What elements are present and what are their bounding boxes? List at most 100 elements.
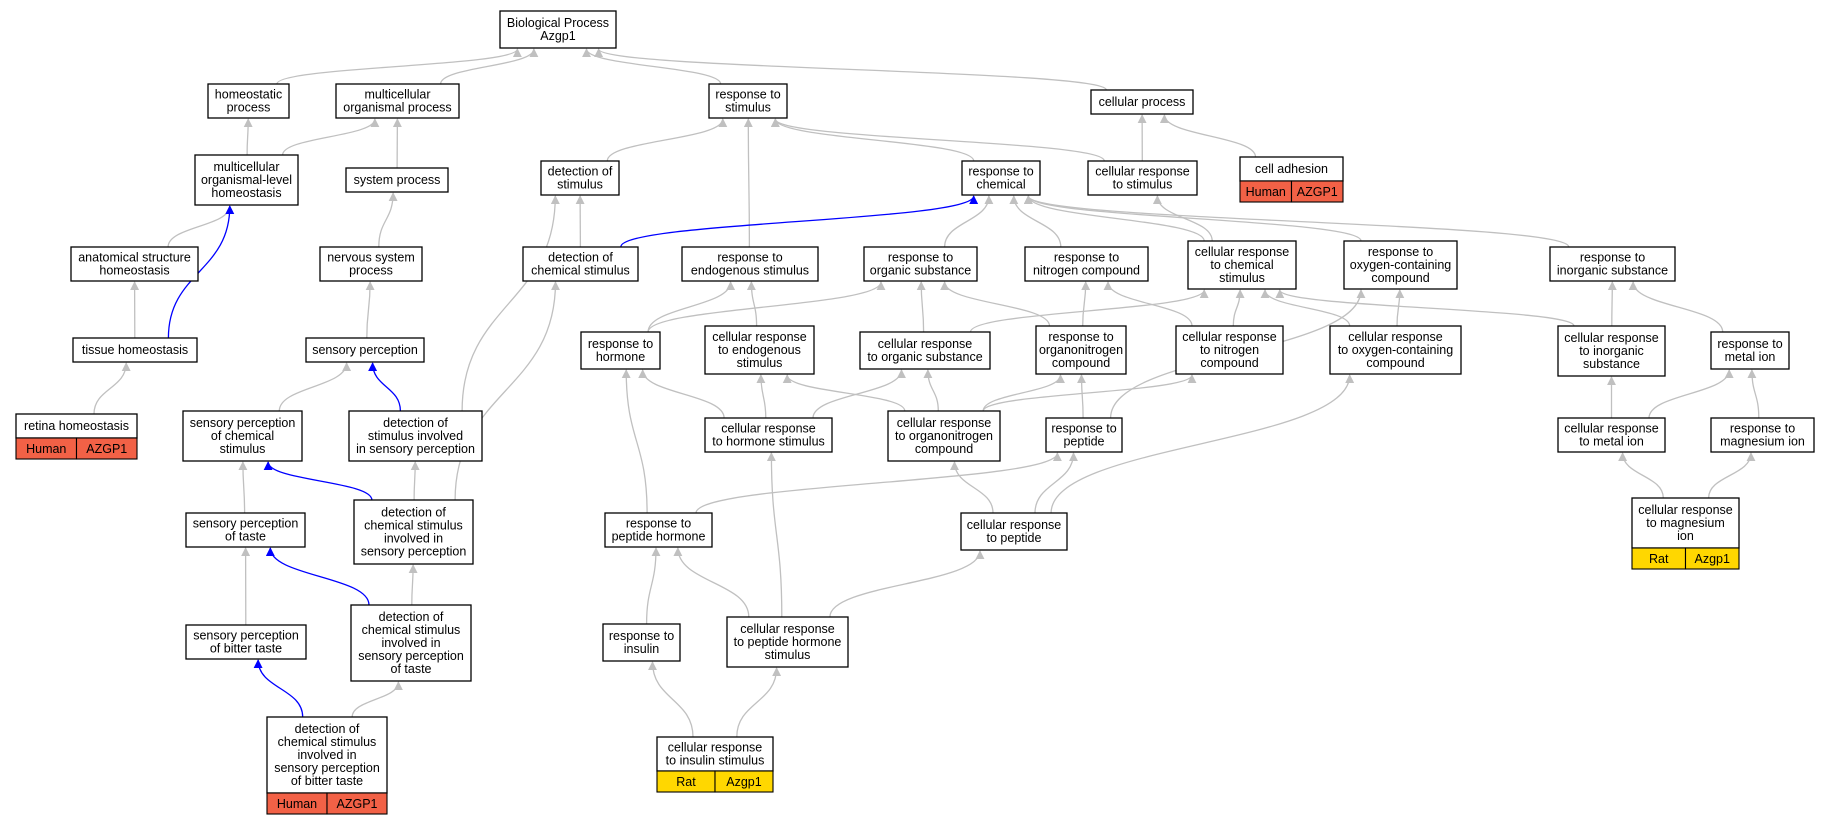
- node-label-line: Biological Process: [507, 16, 609, 30]
- edge-det_stim_sens-to-det_stim: [461, 195, 560, 412]
- node-box: [1024, 246, 1149, 282]
- node-label-line: involved in: [297, 748, 356, 762]
- node-box: [708, 83, 788, 119]
- node-tissue-homeo[interactable]: tissue homeostasis: [72, 337, 198, 363]
- node-label-line: compound: [1052, 356, 1110, 370]
- node-label-line: stimulus: [557, 178, 603, 192]
- node-label-line: response to: [717, 251, 782, 265]
- gene-cell: [1290, 180, 1344, 203]
- species-label: Human: [1246, 185, 1286, 199]
- node-label-line: detection of: [548, 251, 613, 265]
- node-label-line: peptide: [1063, 435, 1104, 449]
- node-box: [15, 413, 138, 439]
- node-label-line: to organonitrogen: [895, 429, 993, 443]
- node-cell-proc[interactable]: cellular process: [1090, 89, 1194, 115]
- node-label-line: nervous system: [327, 251, 415, 265]
- node-label-line: multicellular: [214, 160, 280, 174]
- edge-cell_resp_hormone-to-resp_hormone: [638, 369, 725, 419]
- node-label-line: response to: [1054, 251, 1119, 265]
- edge-cell_adh-to-cell_proc: [1159, 114, 1257, 158]
- node-label-line: process: [227, 101, 271, 115]
- node-sens-perc[interactable]: sensory perception: [305, 337, 425, 363]
- node-label-line: response to: [888, 251, 953, 265]
- node-box: [1549, 246, 1676, 282]
- node-label-line: in sensory perception: [356, 442, 475, 456]
- edge-resp_mg-to-resp_metal: [1747, 369, 1760, 419]
- node-label-line: response to: [1730, 422, 1795, 436]
- node-label-line: cellular response: [1348, 330, 1443, 344]
- edge-cell_resp_pep_horm-to-resp_pep_horm: [673, 547, 750, 618]
- node-label-line: stimulus: [1219, 271, 1265, 285]
- node-box: [1187, 240, 1297, 290]
- node-label-line: to chemical: [1210, 258, 1273, 272]
- node-label-line: hormone: [596, 350, 645, 364]
- node-label-line: compound: [915, 442, 973, 456]
- species-label: Rat: [1649, 552, 1669, 566]
- node-box: [961, 160, 1041, 196]
- edge-cell_proc-to-bp: [594, 48, 1107, 91]
- node-box: [1035, 325, 1127, 375]
- edge-resp_peptide-to-resp_organonitro: [1077, 374, 1087, 419]
- gene-label: AZGP1: [1297, 185, 1338, 199]
- node-sys-proc[interactable]: system process: [345, 167, 449, 193]
- node-label-line: sensory perception: [193, 517, 299, 531]
- node-box: [319, 246, 423, 282]
- node-label-line: to inorganic: [1579, 344, 1644, 358]
- node-label-line: metal ion: [1725, 350, 1776, 364]
- node-box: [704, 325, 815, 375]
- edge-det_chem_sens-to-det_stim_sens: [410, 461, 420, 501]
- edge-resp_chem-to-resp_stim: [770, 118, 975, 162]
- edge-resp_pep_horm-to-resp_hormone: [621, 369, 648, 514]
- node-label-line: chemical stimulus: [364, 519, 463, 533]
- node-box: [1557, 417, 1666, 453]
- edge-cell_resp_peptide-to-resp_peptide: [1034, 452, 1078, 514]
- species-label: Rat: [676, 775, 696, 789]
